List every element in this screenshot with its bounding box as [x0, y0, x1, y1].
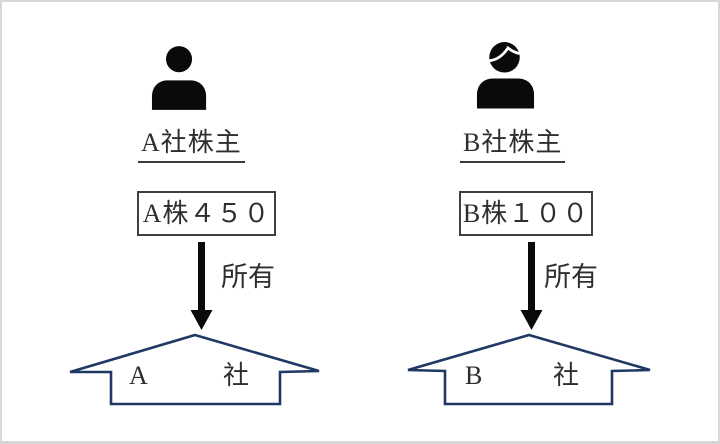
- company-b-letter: B: [465, 361, 483, 390]
- company-a-letter: A: [129, 361, 148, 390]
- person-with-hair-icon: [476, 42, 535, 109]
- company-b-suffix: 社: [552, 361, 579, 390]
- company-a-house-shape: [69, 333, 320, 406]
- person-icon: [151, 46, 207, 110]
- ownership-a-label: 所有: [221, 262, 275, 292]
- shareholder-b-label: B社株主: [460, 128, 566, 163]
- company-a-suffix: 社: [222, 361, 249, 390]
- shares-a-box: A株４５０: [137, 191, 276, 236]
- company-b-label: B 社: [465, 361, 579, 391]
- company-a-label: A 社: [129, 361, 249, 391]
- down-arrow-icon: [190, 242, 213, 330]
- ownership-b-label: 所有: [544, 262, 598, 292]
- shareholder-a-label: A社株主: [138, 128, 245, 163]
- down-arrow-icon: [520, 242, 543, 330]
- shares-b-box: B株１００: [459, 191, 593, 236]
- company-b-house-shape: [407, 333, 651, 406]
